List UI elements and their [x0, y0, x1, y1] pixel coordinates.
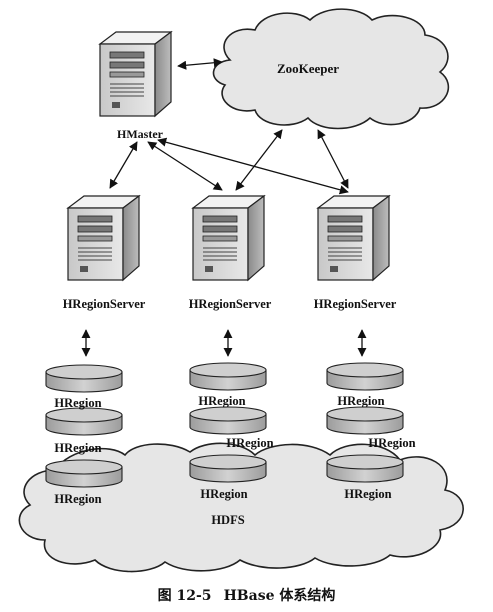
region-label: HRegion — [200, 487, 247, 501]
region-disk-icon — [189, 406, 267, 435]
hmaster-zookeeper-arrow — [177, 58, 223, 70]
region-disk-icon — [189, 454, 267, 483]
zookeeper-label: ZooKeeper — [277, 61, 339, 76]
region-disk-icon — [45, 459, 123, 488]
region-server-2-label: HRegionServer — [189, 297, 272, 311]
zookeeper-cloud — [212, 8, 450, 130]
hmaster-rs3-arrow — [157, 137, 349, 195]
hmaster-rs1-arrow — [109, 141, 138, 189]
region-disk-icon — [326, 406, 404, 435]
region-label: HRegion — [226, 436, 273, 450]
region-label: HRegion — [344, 487, 391, 501]
figure-caption: 图 12-5 HBase 体系结构 — [0, 585, 493, 605]
zookeeper-rs3-arrow — [317, 129, 349, 189]
region-label: HRegion — [337, 394, 384, 408]
region-server-3-icon — [317, 195, 390, 281]
region-label: HRegion — [54, 492, 101, 506]
region-disk-icon — [189, 362, 267, 391]
region-disk-icon — [326, 362, 404, 391]
region-disk-icon — [326, 454, 404, 483]
region-label: HRegion — [54, 396, 101, 410]
region-label: HRegion — [54, 441, 101, 455]
region-label: HRegion — [198, 394, 245, 408]
connection-arrows — [81, 58, 367, 357]
region-disk-icon — [45, 407, 123, 436]
region-label: HRegion — [368, 436, 415, 450]
region-server-3-label: HRegionServer — [314, 297, 397, 311]
region-server-2-icon — [192, 195, 265, 281]
region-disk-icon — [45, 364, 123, 393]
hmaster-label: HMaster — [117, 127, 164, 141]
hmaster-server-icon — [99, 31, 172, 117]
figure-title: HBase 体系结构 — [223, 588, 336, 604]
zookeeper-rs2-arrow — [235, 129, 283, 191]
hmaster-rs2-arrow — [147, 141, 223, 191]
hdfs-label: HDFS — [211, 513, 244, 527]
region-server-1-icon — [67, 195, 140, 281]
region-server-1-label: HRegionServer — [63, 297, 146, 311]
figure-number: 图 12-5 — [157, 588, 212, 604]
